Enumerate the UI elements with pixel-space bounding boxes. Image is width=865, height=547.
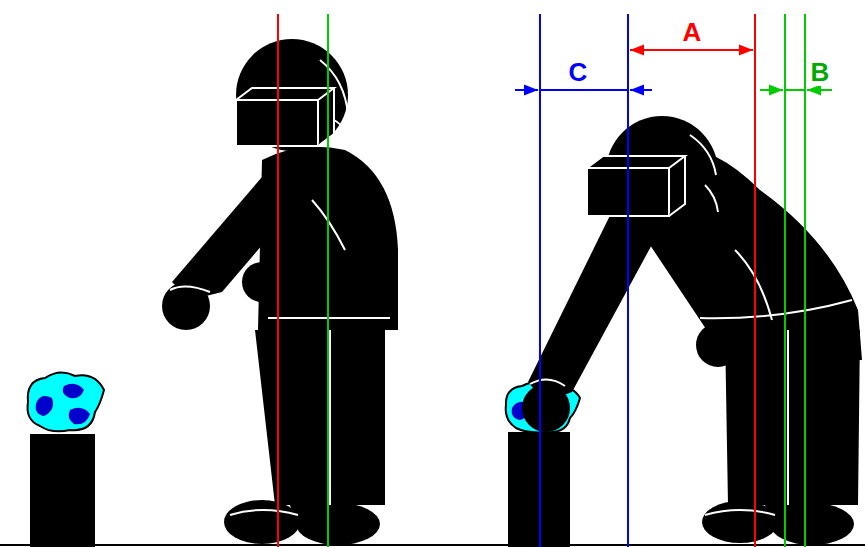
ground-line xyxy=(0,544,865,546)
dimension-arrow xyxy=(540,89,628,91)
standing-figure xyxy=(162,39,398,545)
dimension-arrow xyxy=(760,89,783,91)
reference-line xyxy=(277,14,279,547)
dimension-arrow xyxy=(630,89,652,91)
reference-line xyxy=(539,14,541,547)
pedestal-left xyxy=(28,372,105,547)
dimension-arrow xyxy=(630,49,753,51)
dimension-arrow xyxy=(807,89,832,91)
dimension-arrow xyxy=(515,89,538,91)
figure-detail-lines xyxy=(530,135,852,515)
reference-line xyxy=(804,14,806,547)
pedestal-right xyxy=(506,382,580,547)
dimension-label: B xyxy=(808,58,833,86)
reference-line xyxy=(754,14,756,547)
bending-figure xyxy=(522,116,862,545)
dimension-arrow xyxy=(785,89,805,91)
reference-line xyxy=(327,14,329,547)
reference-line xyxy=(627,14,629,547)
reference-line xyxy=(784,14,786,547)
dimension-label: C xyxy=(566,58,591,86)
figure-detail-lines xyxy=(170,60,390,515)
dimension-label: A xyxy=(680,18,705,46)
